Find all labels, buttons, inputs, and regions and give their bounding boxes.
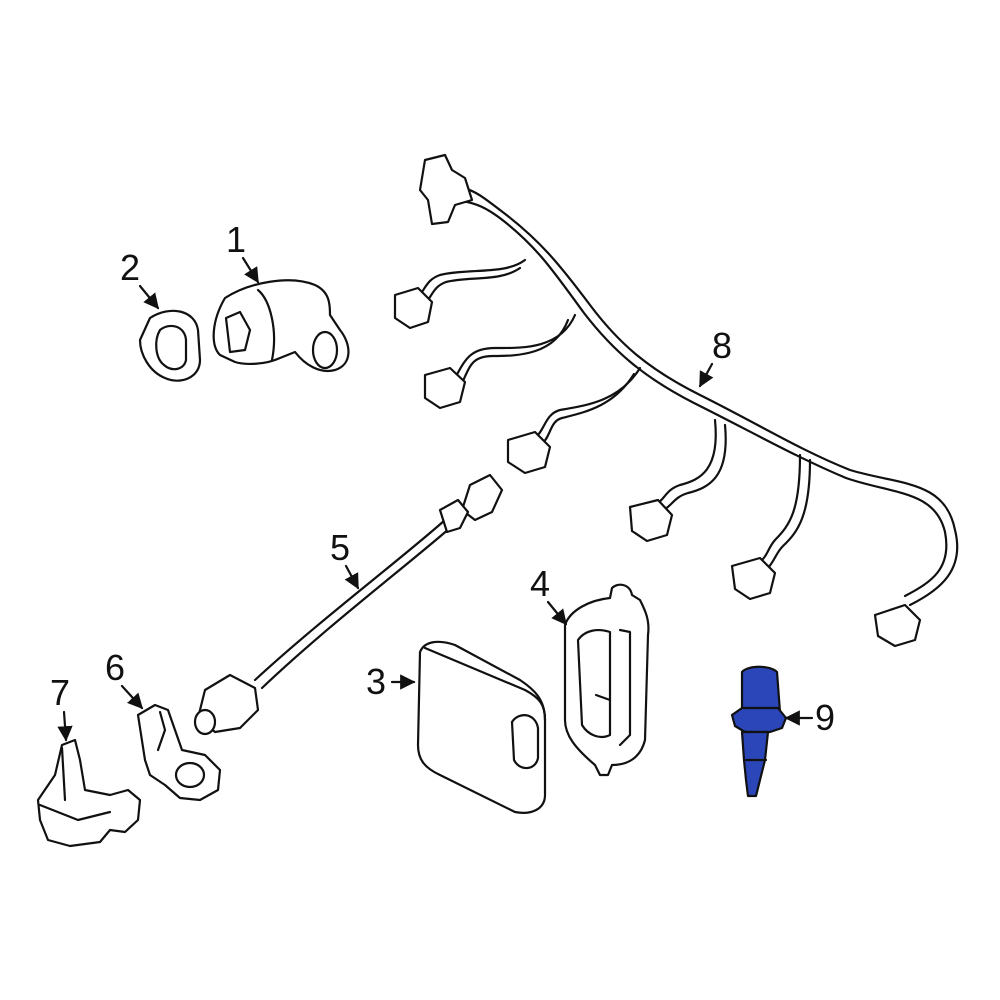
callout-9-label: 9 [815, 697, 835, 738]
sensor-retainer-part[interactable]: 7 [36, 672, 142, 848]
callout-6-label: 6 [105, 647, 125, 688]
callout-6-arrow [120, 684, 144, 710]
callout-2-label: 2 [120, 247, 140, 288]
callout-1-label: 1 [226, 219, 246, 260]
mounting-bracket-part[interactable]: 4 [530, 563, 650, 777]
callout-4-label: 4 [530, 563, 550, 604]
callout-5-arrow [344, 564, 360, 590]
callout-8-arrow [698, 362, 714, 388]
callout-5-label: 5 [330, 527, 350, 568]
control-module-part[interactable]: 3 [366, 640, 547, 814]
callout-7-arrow [57, 710, 73, 742]
parking-sensor-part[interactable]: 1 [212, 219, 350, 373]
callout-1-arrow [241, 256, 260, 284]
sensor-holder-part[interactable]: 6 [105, 647, 222, 802]
callout-4-arrow [546, 600, 568, 626]
callout-2-arrow [138, 284, 160, 310]
callout-7-label: 7 [50, 672, 70, 713]
sensor-grommet-part[interactable]: 2 [120, 247, 202, 382]
wiring-harness-part[interactable]: 8 [393, 153, 959, 648]
callout-8-label: 8 [712, 325, 732, 366]
highlighted-sensor-part[interactable]: 9 [730, 665, 835, 798]
callout-3-label: 3 [366, 661, 386, 702]
sensor-cable-part[interactable]: 5 [193, 473, 504, 736]
